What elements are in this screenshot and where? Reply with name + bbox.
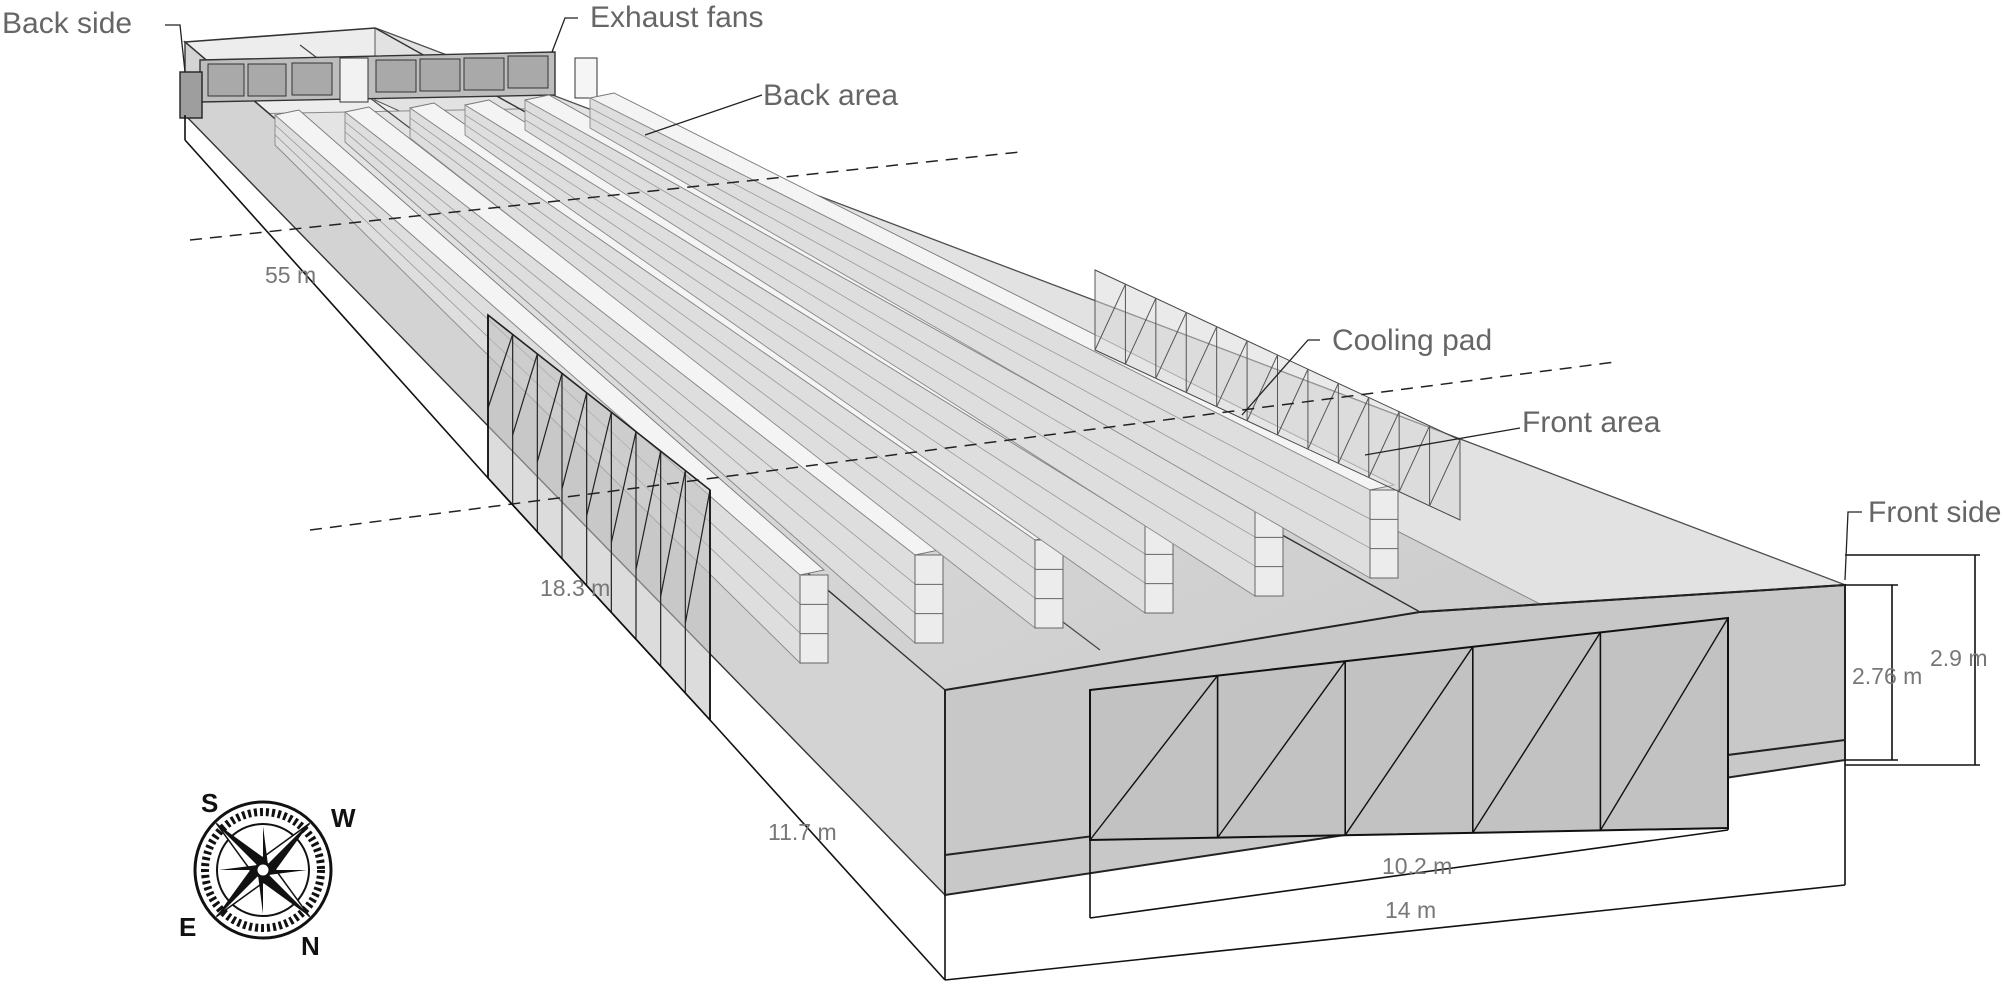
bench-end	[799, 574, 829, 664]
bench-shelf-line	[344, 131, 916, 614]
label-front-side: Front side	[1868, 496, 2001, 529]
bench-end	[1034, 539, 1064, 629]
back-wall	[179, 51, 598, 119]
dim-length-segment-1: 18.3 m	[540, 575, 610, 601]
bench-shelf-line	[524, 109, 1256, 538]
label-exhaust-fans: Exhaust fans	[590, 1, 763, 34]
back-door	[339, 57, 369, 103]
far-pad-brace	[1185, 326, 1218, 393]
callout-labels: Back side Exhaust fans Back area Cooling…	[2, 1, 2001, 529]
bench-shelf-line	[589, 117, 1371, 549]
compass-star	[215, 822, 311, 918]
callout-leaders	[165, 17, 1862, 581]
far-cooling-pad	[1094, 269, 1461, 521]
dim-width-pad: 10.2 m	[1382, 853, 1452, 879]
far-pad-braces	[1094, 270, 1461, 520]
side-pad-brace	[536, 373, 563, 462]
far-pad-brace	[1124, 298, 1157, 365]
compass-north: N	[301, 931, 320, 961]
compass-inner-ring	[216, 823, 310, 917]
far-pad-brace	[1398, 425, 1431, 492]
compass-tick-ring	[201, 808, 325, 932]
side-cooling-pad	[487, 313, 711, 723]
side-pad-brace	[487, 334, 514, 409]
front-pad-brace	[1344, 646, 1474, 836]
exhaust-fan	[419, 58, 461, 92]
bench-end	[914, 554, 944, 644]
label-back-side: Back side	[2, 7, 132, 40]
label-front-area: Front area	[1522, 406, 1661, 439]
bench-shelf-line	[409, 117, 1036, 570]
side-pad-brace	[561, 392, 588, 489]
side-pad-brace	[586, 412, 612, 516]
far-pad-brace	[1216, 340, 1248, 407]
bench-end	[1369, 489, 1399, 579]
bench-shelf-line	[589, 107, 1371, 520]
side-pad-brace	[610, 431, 637, 543]
far-pad-brace	[1337, 397, 1370, 464]
dimension-labels: 55 m 18.3 m 11.7 m 10.2 m 14 m 2.76 m 2.…	[265, 262, 1988, 923]
far-pad-brace	[1307, 383, 1339, 450]
front-pad-brace	[1599, 617, 1729, 831]
far-pad-brace	[1368, 411, 1400, 478]
compass-east: E	[179, 912, 196, 942]
side-fan	[179, 71, 203, 119]
front-pad-panels	[1089, 617, 1729, 841]
bench-shelf-line	[524, 119, 1256, 567]
dim-length-total: 55 m	[265, 262, 316, 288]
exhaust-fan	[507, 55, 549, 89]
front-gable	[1419, 584, 1846, 613]
exhaust-fan	[291, 62, 333, 96]
compass-minor-star	[219, 826, 307, 914]
dim-height-pad: 2.76 m	[1852, 663, 1922, 689]
compass-south: S	[201, 788, 218, 818]
far-pad-brace	[1155, 312, 1187, 379]
side-door	[574, 57, 598, 99]
front-pad-brace	[1217, 660, 1346, 839]
dim-width-total: 14 m	[1385, 897, 1436, 923]
front-pad-brace	[1472, 632, 1601, 834]
label-back-area: Back area	[763, 79, 898, 112]
side-pad-brace	[684, 489, 711, 624]
front-pad-brace	[1089, 675, 1219, 841]
dim-height-total: 2.9 m	[1930, 645, 1988, 671]
bench-shelf-line	[344, 121, 916, 585]
far-pad-brace	[1094, 283, 1126, 351]
far-pad-brace	[1429, 439, 1461, 507]
label-cooling-pad: Cooling pad	[1332, 324, 1492, 357]
side-pad-brace	[635, 450, 662, 570]
far-pad-brace	[1246, 354, 1278, 422]
bench-shelf-line	[464, 124, 1146, 584]
dim-length-segment-2: 11.7 m	[768, 819, 837, 845]
bench-shelf-line	[464, 114, 1146, 555]
dimension-lines	[184, 115, 1980, 981]
compass-center	[254, 861, 272, 879]
side-pad-brace	[512, 353, 538, 436]
far-pad-brace	[1277, 368, 1309, 436]
exhaust-fan	[247, 63, 287, 97]
exhaust-fan	[463, 57, 505, 91]
exhaust-fan	[207, 63, 245, 97]
compass-west: W	[331, 803, 356, 833]
side-pad-brace	[660, 470, 686, 597]
compass-rose: S W E N	[179, 788, 356, 961]
exhaust-fan	[375, 59, 417, 93]
